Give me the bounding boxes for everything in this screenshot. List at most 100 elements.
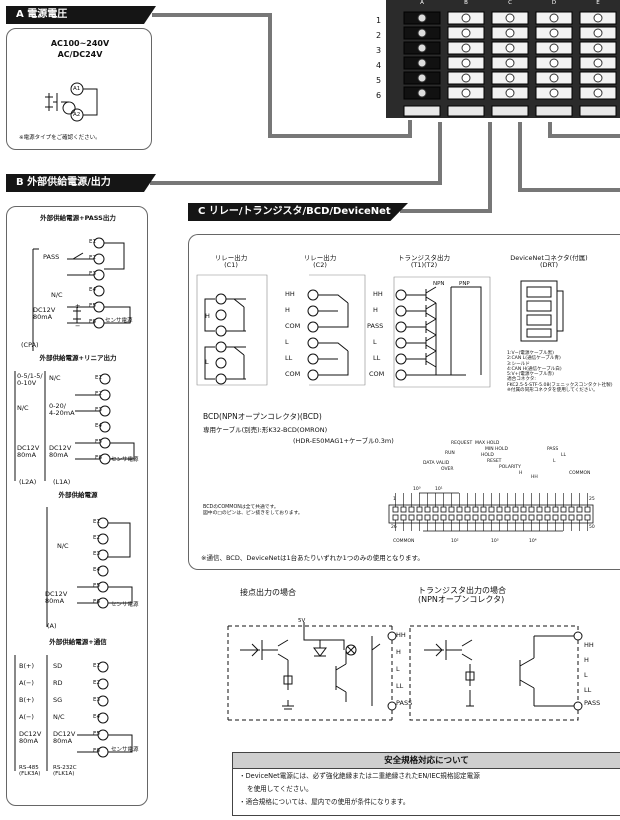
- b1-term-6: E6: [89, 319, 96, 325]
- terminal-screw: [593, 13, 603, 23]
- terminal-screw: [549, 58, 559, 68]
- b1-term-5: E5: [89, 303, 96, 309]
- b2-term-1: E1: [95, 375, 102, 381]
- terminal-a1-label: A1: [73, 86, 81, 92]
- b4-term-5: E5: [93, 731, 100, 737]
- b3-nc-label: N/C: [57, 542, 69, 550]
- terminal-screw: [461, 43, 471, 53]
- column-a: A: [420, 0, 424, 6]
- b2-code-left: (L2A): [19, 478, 37, 486]
- b4-code-left: RS-485 (FLK3A): [19, 765, 41, 778]
- b1-term-1: E1: [89, 239, 96, 245]
- b3-title: 外部供給電源: [58, 491, 98, 499]
- b4-title: 外部供給電源+通信: [49, 638, 107, 646]
- power-terminal-diagram: [45, 82, 98, 122]
- terminal-screw: [417, 43, 427, 53]
- devicenet-pins: 1:V−(電源ケーブル黒) 2:CAN L(通信ケーブル青) 3:シールド 4:…: [507, 351, 613, 393]
- row-3: 3: [376, 46, 382, 55]
- bcd-common-label: COMMON: [393, 539, 415, 544]
- safety-line-3: ・適合規格については、屋内での使用が条件になります。: [239, 798, 410, 806]
- relay-c2-h: H: [285, 306, 290, 314]
- bcd-sig-10: LL: [561, 453, 567, 458]
- transistor-circuit-title: トランジスタ出力の場合 (NPNオープンコレクタ): [418, 586, 506, 605]
- terminal-screw: [593, 73, 603, 83]
- bcd-sig-5: RUN: [445, 451, 455, 456]
- power-type-note: ※電源タイプをご確認ください。: [19, 135, 101, 141]
- relay-c1-l: L: [205, 358, 209, 366]
- trans-hh: HH: [373, 290, 383, 298]
- b1-term-4: E4: [89, 287, 96, 293]
- b4-term-2: E2: [93, 680, 100, 686]
- row-4: 4: [376, 61, 382, 70]
- bcd-group-4: 10³: [491, 539, 499, 544]
- devicenet-title: DeviceNetコネクタ(付属) (DRT): [510, 254, 588, 270]
- b1-nc-label: N/C: [51, 291, 63, 299]
- b2-sensor-label: センサ電源: [111, 457, 139, 463]
- bcd-sig-2: MIN HOLD: [485, 447, 508, 452]
- b4-right-5: DC12V 80mA: [53, 730, 76, 746]
- terminal-screw: [549, 88, 559, 98]
- b1-dc-label: DC12V 80mA: [33, 306, 56, 322]
- b2-term-3: E3: [95, 407, 102, 413]
- bcd-sig-14: COMMON: [569, 471, 591, 476]
- b2-title: 外部供給電源+リニア出力: [39, 354, 117, 362]
- b4-term-3: E3: [93, 697, 100, 703]
- b2-term-2: E2: [95, 391, 102, 397]
- row-2: 2: [376, 31, 382, 40]
- terminal-screw: [593, 28, 603, 38]
- terminal-connector-foot: [447, 105, 485, 117]
- section-a-label: A 電源電圧: [16, 9, 68, 20]
- terminal-screw: [461, 88, 471, 98]
- terminal-screw: [461, 58, 471, 68]
- relay-transistor-panel: リレー出力 (C1) H L リレー出力 (C2) HH H COM L LL …: [188, 234, 620, 570]
- relay-c2-hh: HH: [285, 290, 295, 298]
- b1-sensor-label: センサ電源: [105, 318, 133, 324]
- section-c-relay-wiring: [196, 274, 564, 388]
- terminal-columns: A B C D E: [400, 0, 620, 8]
- terminal-screw: [549, 43, 559, 53]
- b2-right-range: 0-20/ 4-20mA: [49, 402, 75, 418]
- trans-out-hh: HH: [584, 641, 594, 649]
- b3-term-3: E3: [93, 551, 100, 557]
- trans-h: H: [373, 306, 378, 314]
- b2-left-dc: DC12V 80mA: [17, 444, 40, 460]
- terminal-screw: [461, 73, 471, 83]
- b2-code-right: (L1A): [53, 478, 71, 486]
- b2-right-dc: DC12V 80mA: [49, 444, 72, 460]
- bcd-pin-25: 25: [589, 497, 595, 502]
- bcd-sig-13: HH: [531, 475, 538, 480]
- b4-right-1: SD: [53, 662, 63, 670]
- terminal-screw: [593, 88, 603, 98]
- terminal-connector-foot: [491, 105, 529, 117]
- voltage-line-2: AC/DC24V: [57, 50, 103, 59]
- contact-hh: HH: [396, 631, 406, 639]
- b1-plus: +: [75, 302, 81, 310]
- bcd-sig-0: REQUEST: [451, 441, 473, 446]
- bcd-sig-11: L: [553, 459, 556, 464]
- terminal-screw: [505, 28, 515, 38]
- trans-out-pass: PASS: [584, 699, 601, 707]
- voltage-line-1: AC100~240V: [50, 39, 110, 48]
- bcd-pin-26: 26: [391, 525, 397, 530]
- pnp-label: PNP: [459, 281, 470, 287]
- b2-term-5: E5: [95, 439, 102, 445]
- bcd-cable-2: (HDR-E50MAG1+ケーブル0.3m): [293, 437, 394, 445]
- contact-l: L: [396, 665, 400, 673]
- b3-term-1: E1: [93, 519, 100, 525]
- terminal-block: A B C D E 1 2 3 4 5 6: [376, 0, 620, 118]
- terminal-screw: [505, 58, 515, 68]
- b4-left-4: A(−): [19, 713, 34, 721]
- safety-title: 安全規格対応について: [233, 753, 620, 769]
- terminal-screw: [417, 88, 427, 98]
- bcd-sig-4: RESET: [487, 459, 502, 464]
- trans-l: L: [373, 338, 377, 346]
- terminal-screw: [505, 43, 515, 53]
- b2-term-6: E6: [95, 455, 102, 461]
- bcd-sig-6: DATA VALID: [423, 461, 450, 466]
- terminal-screw: [505, 13, 515, 23]
- bcd-note: BCDのCOMMONは全て共通です。 図中の□のピンは、ピン抜きをしております。: [203, 505, 303, 516]
- section-b-header: B 外部供給電源/出力: [6, 174, 156, 192]
- terminal-screw: [505, 88, 515, 98]
- b4-term-6: E6: [93, 748, 100, 754]
